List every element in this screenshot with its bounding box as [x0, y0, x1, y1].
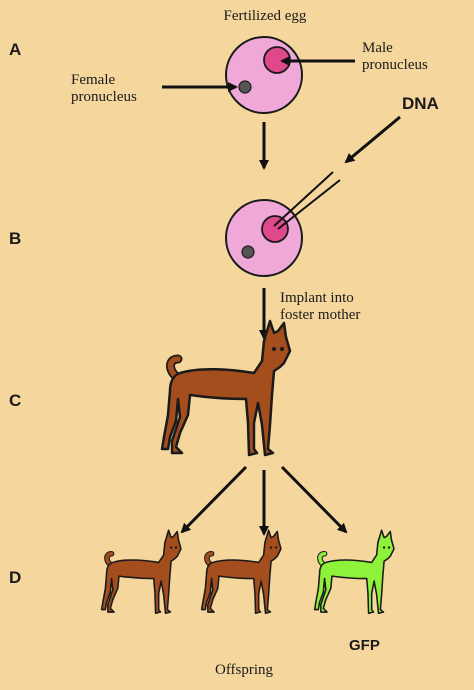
offspring-dog-brown-2	[202, 530, 281, 613]
step-label-c: C	[9, 391, 22, 410]
step-label-d: D	[9, 568, 22, 587]
injection-needle	[273, 171, 341, 230]
implant-label-line1: Implant into	[280, 290, 354, 306]
male-label-line2: pronucleus	[362, 57, 428, 73]
offspring-label: Offspring	[215, 662, 274, 678]
female-label-line2: pronucleus	[71, 89, 137, 105]
arrow-to-offspring-right	[280, 465, 348, 534]
female-pronucleus-b	[241, 245, 255, 259]
egg-a	[225, 36, 303, 114]
step-label-b: B	[9, 229, 22, 248]
female-pronucleus-label: Female pronucleus	[71, 72, 137, 106]
arrow-to-offspring-left	[180, 465, 248, 534]
dna-arrow	[344, 115, 401, 164]
female-pronucleus-a	[238, 80, 252, 94]
male-pronucleus-label: Male pronucleus	[362, 40, 428, 74]
title: Fertilized egg	[223, 8, 307, 24]
male-label-line1: Male	[362, 40, 393, 56]
gfp-label: GFP	[349, 637, 380, 654]
dna-label: DNA	[402, 94, 439, 113]
foster-mother-dog	[162, 321, 290, 455]
implant-label-line2: foster mother	[280, 307, 361, 323]
offspring-dog-gfp	[315, 530, 394, 613]
offspring-dog-brown-1	[102, 530, 181, 613]
female-label-line1: Female	[71, 72, 116, 88]
male-pronucleus-b	[261, 215, 289, 243]
implant-label: Implant into foster mother	[280, 290, 360, 324]
step-label-a: A	[9, 40, 22, 59]
